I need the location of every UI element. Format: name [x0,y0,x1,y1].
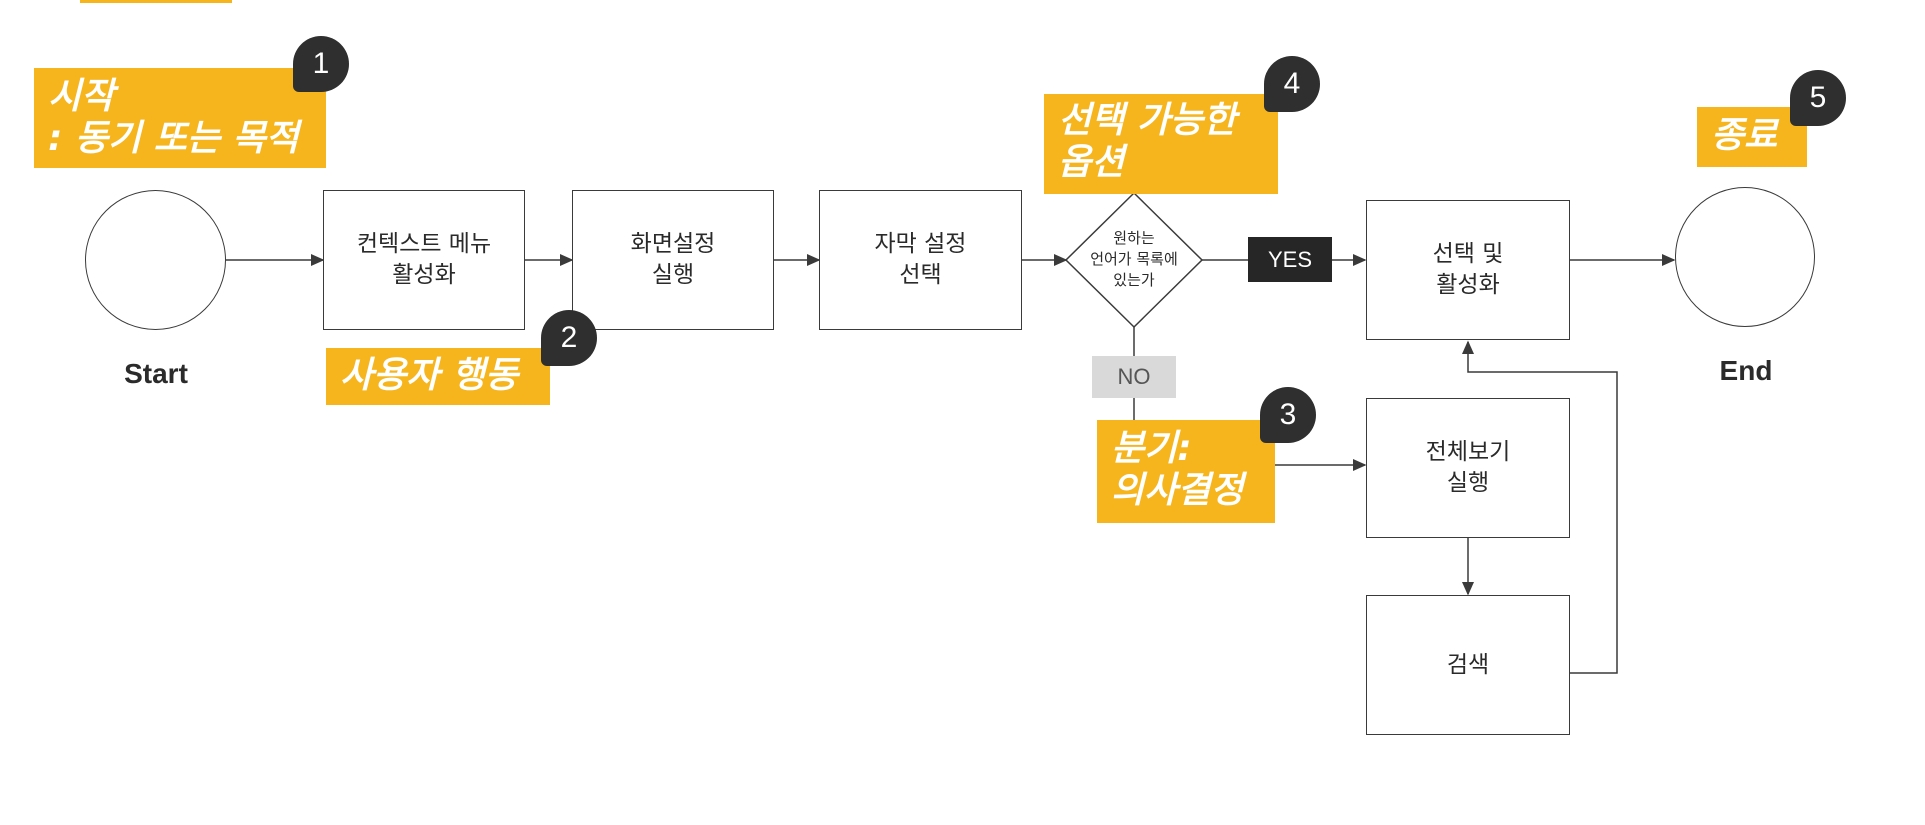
node-select-activate: 선택 및 활성화 [1366,200,1570,340]
arrow-search-back-to-select [1462,340,1618,674]
end-label: End [1719,355,1773,386]
annotation-badge-5: 5 [1790,70,1846,126]
yes-label: YES [1248,237,1332,282]
node-context-menu: 컨텍스트 메뉴 활성화 [323,190,525,330]
annotation-badge-1: 1 [293,36,349,92]
start-label: Start [124,358,188,389]
annotation-badge-4: 4 [1264,56,1320,112]
annotation-tag-4: 선택 가능한 옵션 [1044,94,1278,194]
annotation-badge-2: 2 [541,310,597,366]
end-circle [1675,187,1815,327]
node-view-all: 전체보기 실행 [1366,398,1570,538]
decision-diamond [1064,191,1204,329]
annotation-tag-5: 종료 [1697,107,1807,167]
start-circle [85,190,226,330]
node-subtitle-settings: 자막 설정 선택 [819,190,1022,330]
node-search: 검색 [1366,595,1570,735]
annotation-tag-1: 시작 : 동기 또는 목적 [34,68,326,168]
node-screen-settings: 화면설정 실행 [572,190,774,330]
annotation-tag-3: 분기: 의사결정 [1097,420,1275,523]
no-label: NO [1092,356,1176,398]
decision-text: 원하는 언어가 목록에 있는가 [1090,229,1178,289]
annotation-tag-2: 사용자 행동 [326,348,550,405]
accent-strip [80,0,232,3]
annotation-badge-3: 3 [1260,387,1316,443]
